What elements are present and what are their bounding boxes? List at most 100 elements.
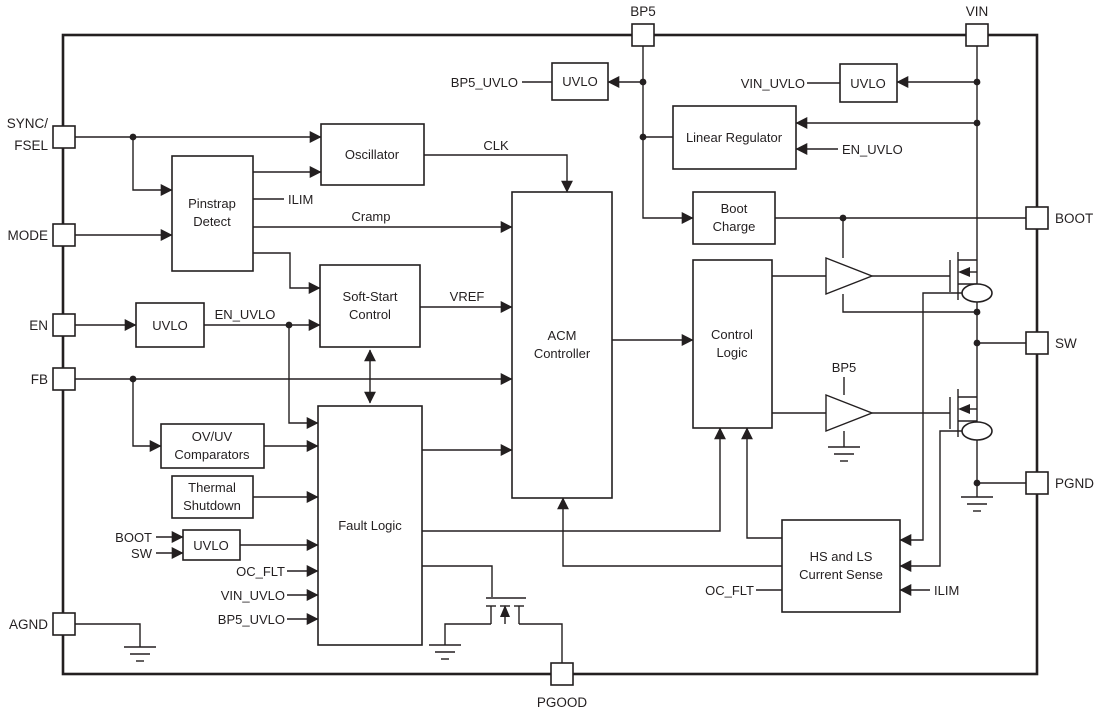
block-label: Charge [713, 219, 756, 234]
block-pinstrap-detect: Pinstrap Detect [171, 155, 254, 272]
block-label: UVLO [850, 76, 885, 91]
pin-label-fb: FB [31, 372, 48, 387]
block-label: Logic [716, 345, 748, 360]
wire-pinstrap-to-softstart [253, 252, 321, 294]
junction-dot [639, 133, 647, 141]
net-label-ocflt-fault: OC_FLT [236, 564, 285, 579]
pin-label-boot: BOOT [1055, 211, 1093, 226]
wire-currentsense-to-controllogic [741, 427, 782, 539]
junction-dot [973, 339, 981, 347]
block-label: Boot [721, 201, 748, 216]
junction-dot [973, 78, 981, 86]
net-label-vinuvlo-fault: VIN_UVLO [221, 588, 285, 603]
wire-clk [424, 154, 573, 193]
block-ovuv-comparators: OV/UV Comparators [160, 423, 265, 469]
block-label: OV/UV [192, 429, 233, 444]
net-label-cramp: Cramp [351, 209, 390, 224]
junction-dot [839, 214, 847, 222]
wire-bp5-rail [642, 46, 694, 224]
pin-label-mode: MODE [8, 228, 49, 243]
wire-currentsense-to-acm [557, 497, 782, 567]
block-label: Control [349, 307, 391, 322]
block-label: Fault Logic [338, 518, 402, 533]
net-label-vin-uvlo: VIN_UVLO [741, 76, 805, 91]
wire-fb-to-ovuv [132, 379, 162, 452]
block-label: HS and LS [810, 549, 873, 564]
wire-faultlogic-to-pgood-gate [422, 565, 493, 597]
wire-agnd-ground [75, 623, 141, 647]
block-label: Oscillator [345, 147, 400, 162]
wire-sync-to-pinstrap [132, 137, 173, 196]
net-label-bp5-uvlo: BP5_UVLO [451, 75, 518, 90]
pin-mode [52, 223, 76, 247]
pin-labels: BP5 VIN SYNC/ FSEL MODE EN FB AGND BOOT … [7, 4, 1095, 710]
net-label-ilim-pinstrap: ILIM [288, 192, 313, 207]
net-label-sw-sense: SW [131, 546, 153, 561]
block-label: UVLO [193, 538, 228, 553]
junction-dot [639, 78, 647, 86]
pin-label-sync: SYNC/ [7, 116, 49, 131]
block-label: UVLO [152, 318, 187, 333]
pin-pgnd [1025, 471, 1049, 495]
pin-label-sw: SW [1055, 336, 1077, 351]
pin-label-pgood: PGOOD [537, 695, 588, 710]
wire-bootstrap-rail-bottom [842, 294, 977, 313]
block-label: Comparators [174, 447, 250, 462]
net-label-bp5-driver: BP5 [832, 360, 857, 375]
pin-label-pgnd: PGND [1055, 476, 1094, 491]
hs-current-sensor-icon [961, 283, 993, 303]
pin-sw [1025, 331, 1049, 355]
block-label: Current Sense [799, 567, 883, 582]
net-label-en-uvlo-lr: EN_UVLO [842, 142, 903, 157]
pin-label-vin: VIN [966, 4, 989, 19]
net-label-boot-sense: BOOT [115, 530, 152, 545]
block-acm-controller: ACM Controller [511, 191, 613, 499]
pin-sync-fsel [52, 125, 76, 149]
block-thermal-shutdown: Thermal Shutdown [171, 475, 254, 519]
block-bootsw-uvlo: UVLO [182, 529, 241, 561]
pin-bp5 [631, 23, 655, 47]
pin-agnd [52, 612, 76, 636]
pin-label-fsel: FSEL [14, 138, 48, 153]
agnd-ground-icon [124, 646, 156, 662]
ls-current-sensor-icon [961, 421, 993, 441]
block-label: Linear Regulator [686, 130, 783, 145]
net-label-clk: CLK [483, 138, 509, 153]
net-label-en-uvlo: EN_UVLO [215, 307, 276, 322]
block-label: ACM [548, 328, 577, 343]
pin-label-en: EN [29, 318, 48, 333]
net-label-ocflt-currentsense: OC_FLT [705, 583, 754, 598]
block-label: Thermal [188, 480, 236, 495]
junction-dot [285, 321, 293, 329]
hs-mosfet-icon [949, 252, 978, 300]
pgood-fet-ground-icon [429, 644, 461, 660]
junction-dot [973, 119, 981, 127]
net-labels: CLK ILIM Cramp VREF EN_UVLO BP5_UVLO VIN… [115, 75, 959, 627]
block-bp5-uvlo: UVLO [551, 62, 609, 101]
wire-enuvlo-to-faultlogic [288, 325, 319, 429]
ls-driver-ground-icon [828, 446, 860, 462]
pin-en [52, 313, 76, 337]
pin-vin [965, 23, 989, 47]
block-label: Control [711, 327, 753, 342]
pgnd-ground-icon [961, 496, 993, 512]
wires [75, 46, 1026, 647]
block-label: UVLO [562, 74, 597, 89]
junction-dot [973, 479, 981, 487]
block-boot-charge: Boot Charge [692, 191, 776, 245]
block-linear-regulator: Linear Regulator [672, 105, 797, 170]
wire-ls-current-sense-tap [899, 430, 962, 572]
net-label-bp5uvlo-fault: BP5_UVLO [218, 612, 285, 627]
pin-fb [52, 367, 76, 391]
block-label: Shutdown [183, 498, 241, 513]
block-hs-ls-current-sense: HS and LS Current Sense [781, 519, 901, 613]
pgood-mosfet-icon [444, 597, 563, 663]
net-label-ilim-currentsense: ILIM [934, 583, 959, 598]
block-vin-uvlo: UVLO [839, 63, 898, 103]
block-control-logic: Control Logic [692, 259, 773, 429]
pin-pgood [550, 662, 574, 686]
wire-faultlogic-to-controllogic [422, 427, 726, 532]
pins [52, 23, 1049, 686]
